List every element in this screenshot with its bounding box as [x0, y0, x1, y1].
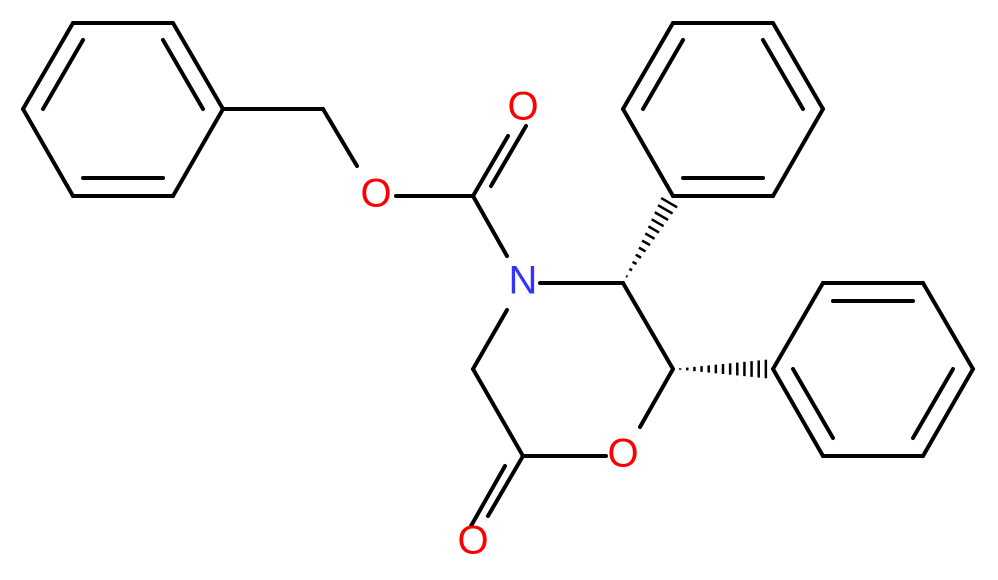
ester-oxygen-label: O	[360, 172, 391, 216]
right-phenyl-ring	[771, 281, 975, 458]
stereo-hash-bonds	[625, 197, 768, 379]
benzyl-phenyl-ring	[21, 21, 225, 198]
nitrogen-label: N	[509, 259, 538, 303]
hash-bond-upper-phenyl	[625, 274, 629, 278]
hash-bond-upper-phenyl	[628, 267, 633, 272]
hash-bond-upper-phenyl	[638, 246, 647, 253]
ester-linkage	[221, 107, 528, 258]
hash-bond-upper-phenyl	[650, 218, 665, 228]
hash-bond-upper-phenyl	[657, 204, 674, 215]
morpholinone-ring	[469, 281, 675, 528]
hash-bond-upper-phenyl	[631, 260, 638, 266]
carbonyl-oxygen-label: O	[507, 85, 538, 129]
hash-bond-upper-phenyl	[641, 239, 651, 247]
ring-oxygen-label: O	[607, 432, 638, 476]
hash-bond-upper-phenyl	[654, 211, 669, 221]
hash-bond-upper-phenyl	[660, 197, 678, 209]
upper-phenyl-ring	[621, 21, 825, 198]
hash-bond-upper-phenyl	[644, 232, 656, 240]
hash-bond-upper-phenyl	[635, 253, 642, 259]
hash-bond-upper-phenyl	[647, 225, 660, 234]
lactone-oxygen-label: O	[457, 519, 488, 563]
